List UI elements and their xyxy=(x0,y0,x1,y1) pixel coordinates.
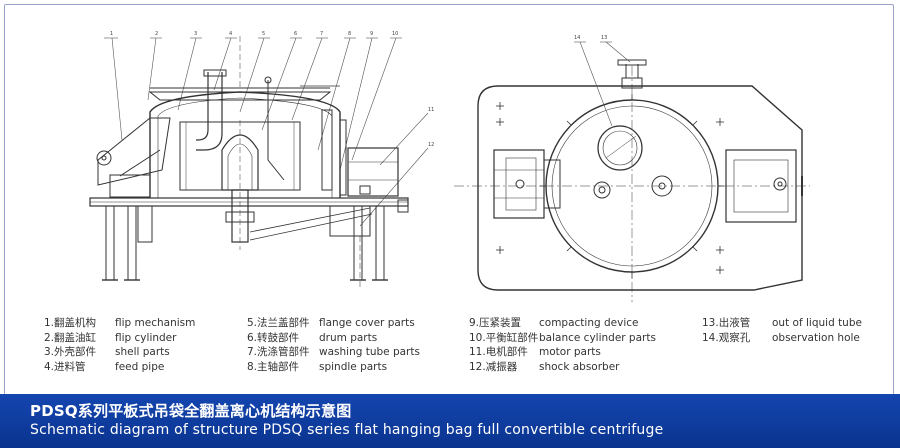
legend-cn: 5.法兰盖部件 xyxy=(247,317,310,329)
side-callout-numbers: 1 2 3 4 5 6 7 8 9 10 11 12 xyxy=(110,31,434,148)
callout-13: 13 xyxy=(601,35,607,41)
legend-en: flange cover parts xyxy=(319,317,415,329)
title-banner: PDSQ系列平板式吊袋全翻盖离心机结构示意图 Schematic diagram… xyxy=(0,394,900,448)
side-view xyxy=(89,36,429,290)
callout-6: 6 xyxy=(294,31,297,37)
legend-cn: 1.翻盖机构 xyxy=(44,317,97,329)
callout-9: 9 xyxy=(370,31,373,37)
parts-legend: 1.翻盖机构 flip mechanism 2.翻盖油缸 flip cylinder… xyxy=(0,316,900,378)
legend-en: motor parts xyxy=(539,346,601,358)
callout-1: 1 xyxy=(110,31,113,37)
legend-cn: 10.平衡缸部件 xyxy=(469,331,539,344)
legend-en: feed pipe xyxy=(115,360,165,373)
callout-12: 12 xyxy=(428,142,434,148)
legend-en: flip mechanism xyxy=(115,317,196,329)
legend-en: out of liquid tube xyxy=(772,317,862,329)
legend-cn: 9.压紧装置 xyxy=(469,317,522,329)
legend-cn: 3.外壳部件 xyxy=(44,346,97,358)
legend-en: flip cylinder xyxy=(115,331,177,344)
side-leaders xyxy=(104,37,429,227)
legend-cn: 4.进料管 xyxy=(44,360,86,373)
legend-cn: 13.出液管 xyxy=(702,317,751,329)
callout-8: 8 xyxy=(348,31,351,37)
callout-4: 4 xyxy=(229,31,232,37)
legend-en: washing tube parts xyxy=(319,346,420,358)
legend-en: balance cylinder parts xyxy=(539,331,656,344)
legend-en: shock absorber xyxy=(539,360,620,373)
legend-en: compacting device xyxy=(539,317,639,329)
callout-10: 10 xyxy=(392,31,398,37)
legend-en: spindle parts xyxy=(319,360,388,373)
top-view xyxy=(454,41,810,302)
legend-cn: 8.主轴部件 xyxy=(247,360,300,373)
callout-2: 2 xyxy=(155,31,158,37)
legend-cn: 7.洗涤管部件 xyxy=(247,346,310,358)
legend-en: drum parts xyxy=(319,331,378,344)
callout-7: 7 xyxy=(320,31,323,37)
callout-3: 3 xyxy=(194,31,197,37)
legend-en: shell parts xyxy=(115,346,170,358)
top-callout-numbers: 14 13 xyxy=(574,35,607,41)
legend-cn: 6.转鼓部件 xyxy=(247,331,300,344)
callout-14: 14 xyxy=(574,35,580,41)
legend-cn: 14.观察孔 xyxy=(702,331,751,344)
legend-cn: 2.翻盖油缸 xyxy=(44,331,97,344)
legend-cn: 12.减振器 xyxy=(469,360,518,373)
legend-en: observation hole xyxy=(772,331,860,344)
title-english: Schematic diagram of structure PDSQ seri… xyxy=(30,422,664,438)
callout-11: 11 xyxy=(428,107,434,113)
title-chinese: PDSQ系列平板式吊袋全翻盖离心机结构示意图 xyxy=(30,402,352,420)
legend-cn: 11.电机部件 xyxy=(469,346,528,358)
callout-5: 5 xyxy=(262,31,265,37)
technical-drawing: 1 2 3 4 5 6 7 8 9 10 11 12 14 13 xyxy=(89,31,810,302)
